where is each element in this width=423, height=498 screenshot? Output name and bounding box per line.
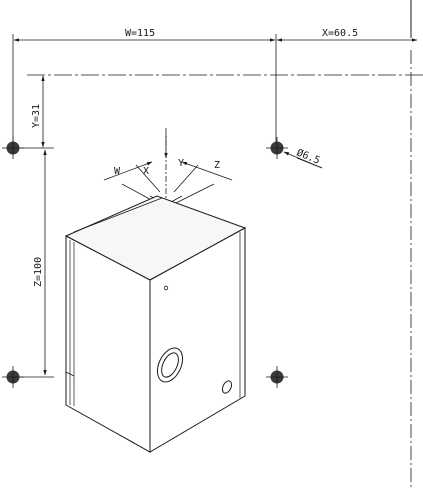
axis-label-y: Y — [178, 158, 184, 169]
frame-lines — [27, 0, 423, 490]
dimension-w-label: W=115 — [125, 28, 155, 39]
screw-dot — [163, 285, 169, 291]
box-right-face — [149, 227, 246, 453]
mount-point-icon — [2, 137, 24, 159]
cable-gland-small — [221, 380, 233, 394]
cable-gland-large — [156, 347, 184, 383]
dimension-y-label: Y=31 — [31, 104, 42, 128]
dimension-w — [12, 34, 277, 145]
hole-leader — [283, 151, 323, 169]
enclosure-box — [64, 195, 247, 453]
hole-diameter-label: Ø6.5 — [295, 147, 322, 167]
mount-point-icon — [266, 366, 288, 388]
axis-label-x: X — [143, 166, 149, 177]
mount-point-icon — [2, 366, 24, 388]
axis-label-z: Z — [214, 160, 220, 171]
mount-point-icon — [266, 137, 288, 159]
dimension-x-label: X=60.5 — [322, 28, 358, 39]
axis-arrows-icon — [103, 128, 233, 209]
axis-label-w: W — [114, 166, 121, 177]
dimension-z-label: Z=100 — [33, 257, 44, 287]
